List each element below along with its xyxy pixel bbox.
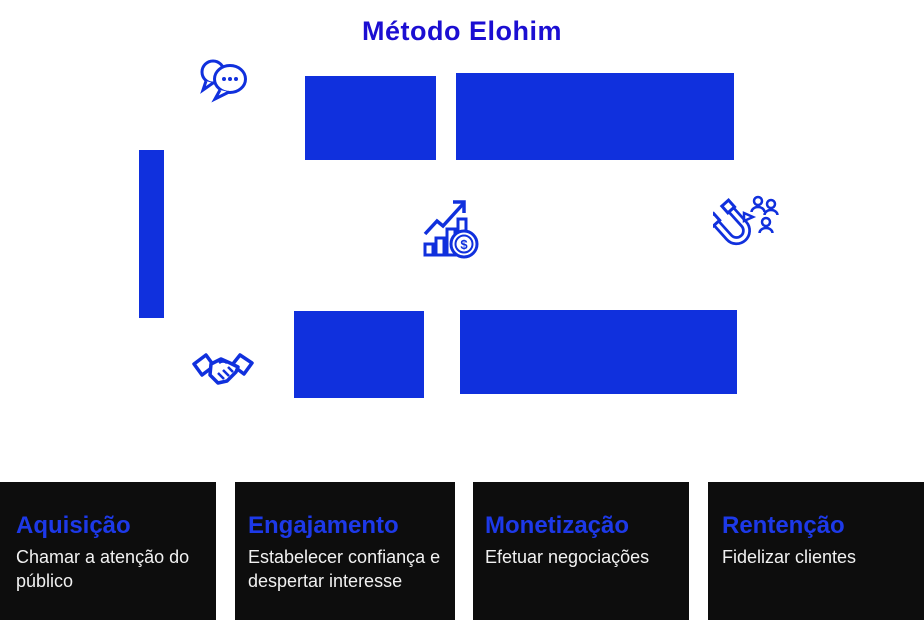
redacted-block-top-right	[456, 73, 734, 160]
stage-title: Engajamento	[248, 512, 399, 539]
magnet-attract-people-icon	[713, 192, 779, 256]
stage-description: Efetuar negociações	[485, 547, 650, 567]
svg-text:$: $	[460, 237, 468, 252]
stage-title: Monetização	[485, 512, 630, 539]
stage-card-rentencao: Rentenção Fidelizar clientes	[708, 482, 924, 620]
handshake-icon	[191, 350, 255, 398]
growth-chart-dollar-icon: $	[422, 196, 480, 260]
redacted-block-top-left	[305, 76, 436, 160]
stage-description: Estabelecer confiança e despertar intere…	[248, 547, 441, 591]
stage-description: Chamar a atenção do público	[16, 547, 190, 591]
stage-title: Rentenção	[722, 512, 845, 539]
chat-bubbles-icon	[197, 57, 251, 107]
redacted-block-bottom-left	[294, 311, 424, 398]
stage-cards-row: Aquisição Chamar a atenção do público En…	[0, 482, 924, 620]
stage-card-monetizacao: Monetização Efetuar negociações	[473, 482, 689, 620]
page-title: Método Elohim	[362, 16, 562, 46]
stage-card-engajamento: Engajamento Estabelecer confiança e desp…	[235, 482, 455, 620]
redacted-block-bottom-right	[460, 310, 737, 394]
stage-description: Fidelizar clientes	[722, 547, 857, 567]
stage-card-aquisicao: Aquisição Chamar a atenção do público	[0, 482, 216, 620]
redacted-block-vertical	[139, 150, 164, 318]
stage-title: Aquisição	[16, 512, 131, 539]
